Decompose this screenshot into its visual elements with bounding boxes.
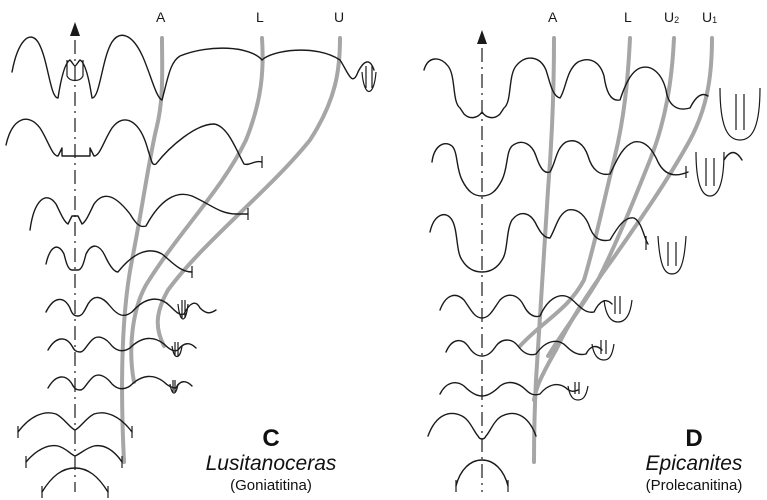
suture-d-6 xyxy=(440,383,578,396)
suborder-name-d: (Prolecanitina) xyxy=(646,477,743,494)
suture-c-6-dorsal-lobe xyxy=(172,342,182,357)
label-a-c: A xyxy=(156,9,166,25)
label-u1-d: U1 xyxy=(702,9,717,25)
label-u2-d: U2 xyxy=(664,9,679,25)
track-l-d xyxy=(520,38,630,346)
suture-d-2-tail xyxy=(724,153,742,161)
panel-c: A L U C Lusitanoceras (Goniatitina) xyxy=(6,9,376,498)
suture-c-9 xyxy=(26,446,122,462)
label-u2-d-sub: 2 xyxy=(674,15,679,25)
suture-d-2 xyxy=(432,141,688,196)
label-l-c: L xyxy=(256,9,264,25)
label-u1-d-sub: 1 xyxy=(712,15,717,25)
suture-d-2-dorsal-lobe xyxy=(696,152,724,196)
suture-c-1 xyxy=(12,35,374,100)
suture-d-5-dorsal-lobe xyxy=(592,340,614,360)
label-u2-d-main: U xyxy=(664,9,674,25)
suture-d-3-dorsal-lobe xyxy=(658,236,686,274)
genus-name-c: Lusitanoceras xyxy=(206,452,337,475)
suborder-name-c: (Goniatitina) xyxy=(230,477,312,494)
genus-name-d: Epicanites xyxy=(646,452,743,475)
track-a-c xyxy=(122,38,162,462)
label-l-d: L xyxy=(624,9,632,25)
panel-d: A L U2 U1 D Epicanites (Prolecanitina) xyxy=(424,9,760,494)
up-arrow-icon xyxy=(477,30,487,44)
suture-d-4-dorsal-lobe xyxy=(604,296,632,322)
suture-c-5 xyxy=(46,297,216,316)
panel-letter-c: C xyxy=(262,425,279,452)
label-u-c: U xyxy=(334,9,344,25)
panel-letter-d: D xyxy=(685,425,702,452)
label-u1-d-main: U xyxy=(702,9,712,25)
suture-d-1-dorsal-lobe xyxy=(720,88,760,140)
suture-c-2 xyxy=(6,119,262,164)
label-a-d: A xyxy=(548,9,558,25)
up-arrow-icon xyxy=(70,22,80,36)
track-a-d xyxy=(534,38,554,462)
track-u-c xyxy=(158,38,340,346)
